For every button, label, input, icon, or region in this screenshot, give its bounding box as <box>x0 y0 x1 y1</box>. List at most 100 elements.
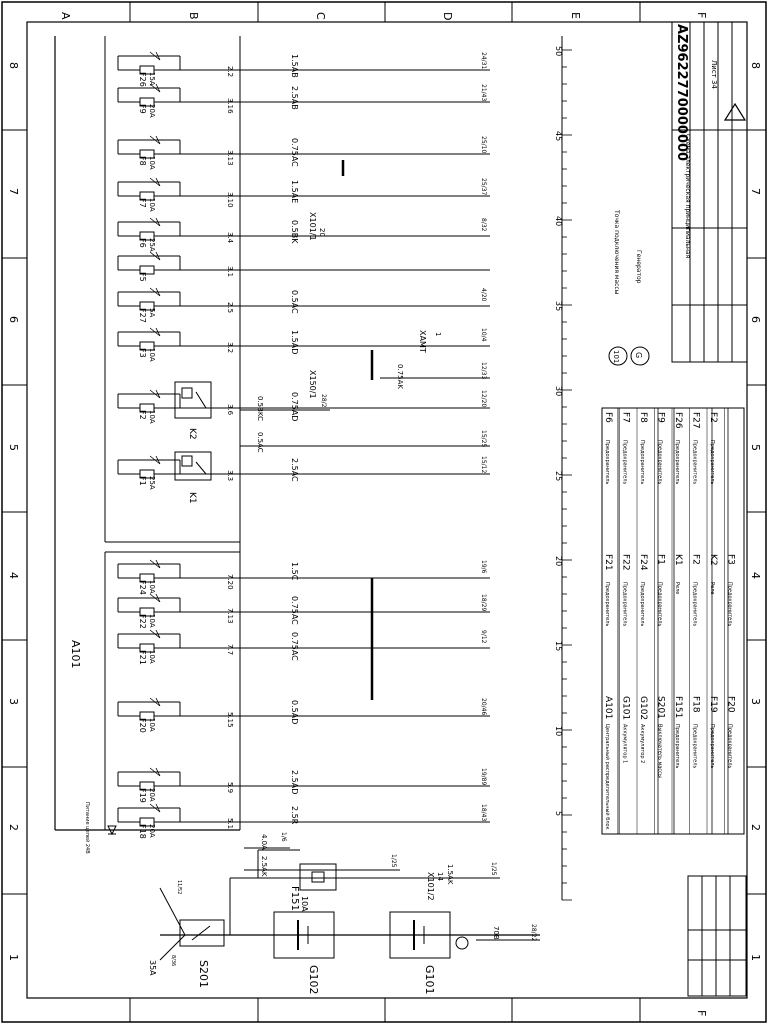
scale-tick-label: 50 <box>554 46 563 56</box>
wire-f18-dest: 18/43 <box>480 804 487 821</box>
zone-number-6: 6 <box>7 316 20 323</box>
legend-description: Предохранитель <box>674 440 680 484</box>
fuse-f24-pin: 7.20 <box>226 574 234 590</box>
scale-tick-label: 40 <box>554 216 563 226</box>
scale-tick-label: 25 <box>554 471 563 481</box>
battery-g101: G101 <box>389 911 451 995</box>
fuse-f26-id: F26 <box>138 72 147 87</box>
scale-tick-label: 35 <box>554 301 563 311</box>
legend-code: F18 <box>691 696 701 713</box>
fuse-f20-id: F20 <box>138 718 147 733</box>
fuse-f27-rating: 5A <box>148 308 156 317</box>
legend-code: F6 <box>603 412 613 423</box>
f151-label: F151 <box>289 886 300 911</box>
legend-description: Предохранитель <box>639 440 645 484</box>
s201-wire-in: 35A <box>148 960 157 976</box>
wire-f2-label: 0.75AD <box>290 392 299 421</box>
fuse-f9-pin: 3.16 <box>226 98 234 114</box>
connector-x150-1: X150/1 <box>308 370 317 399</box>
relay-k2: K2 <box>174 381 212 440</box>
fuse-f6-rating: 25A <box>148 238 156 252</box>
wire-f18-label: 2.5R <box>290 806 299 825</box>
main-switch-s201: S201 35A 8/36 11/52 <box>148 880 225 988</box>
connector-x101-1-pin: 20 <box>318 228 326 237</box>
fuse-element-icon <box>139 573 155 583</box>
fuse-f22-rating: 10A <box>148 614 156 628</box>
zone-number-5: 5 <box>7 444 20 451</box>
legend-description: Предохранитель <box>622 582 628 626</box>
wire-f3-dest: 10/4 <box>480 328 487 342</box>
wire-f27-dest: 4/20 <box>480 288 487 302</box>
legend-description: Предохранитель <box>727 724 733 768</box>
relay-k2-label: K2 <box>187 428 197 440</box>
power-chain: S201 35A 8/36 11/52 G102 G101 F151 10A <box>148 849 540 995</box>
fuse-f22-id: F22 <box>138 614 147 629</box>
note-generator-symbol: G <box>634 352 643 358</box>
s201-label: S201 <box>197 960 210 988</box>
scale-tick-label: 15 <box>554 641 563 651</box>
fuse-f1-rating: 25A <box>148 476 156 490</box>
led-indicator-icon <box>149 135 161 145</box>
legend-code: F26 <box>673 412 683 429</box>
led-indicator-icon <box>149 217 161 227</box>
drawing-title: Схема электрическая принципиальная <box>684 134 691 259</box>
wire-f6-dest: 8/32 <box>480 218 487 232</box>
ground-symbol-icon <box>455 936 469 950</box>
zone-number-8: 8 <box>7 62 20 69</box>
fuse-f3-rating: 10A <box>148 348 156 362</box>
extra-wire-dest: 28/2 <box>320 394 327 408</box>
legend-description: Выключатель массы <box>657 724 663 778</box>
wire-f18: 2.5R 18/43 <box>240 804 490 825</box>
legend-description: Предохранитель <box>674 724 680 768</box>
zone-number-3: 3 <box>7 698 20 705</box>
fuse-element-icon <box>139 817 155 827</box>
note-generator-text: Генератор <box>635 250 642 284</box>
scale-tick-label: 10 <box>554 726 563 736</box>
fuse-f18-pin: 5.1 <box>226 818 234 829</box>
fuse-f27-pin: 2.5 <box>226 302 234 313</box>
legend-description: Предохранитель <box>604 582 610 626</box>
connector-x101-2-pin: 14 <box>436 872 444 881</box>
legend-code: K2 <box>708 554 718 566</box>
led-indicator-icon <box>149 697 161 707</box>
legend-description: Аккумулятор 1 <box>622 724 628 763</box>
fuse-f1-id: F1 <box>138 476 147 486</box>
right-zone-number-2: 2 <box>749 824 762 831</box>
fuse-element-icon <box>139 607 155 617</box>
note-generator-icon <box>630 346 650 366</box>
fuse-f2-rating: 10A <box>148 410 156 424</box>
connector-labels: X101/2 14 X101/1 20 X150/1 XAMT 1 <box>308 212 444 901</box>
fuse-f21-rating: 10A <box>148 650 156 664</box>
connector-xamt: XAMT <box>418 330 427 353</box>
g102-label: G102 <box>307 965 320 995</box>
zone-letter-c: C <box>314 12 327 20</box>
fuse-element-icon <box>139 265 155 275</box>
zone-number-2: 2 <box>7 824 20 831</box>
legend-code: F7 <box>621 412 631 423</box>
wire-f1-dest: 15/12 <box>480 456 487 473</box>
legend-description: Предохранитель <box>709 724 715 768</box>
relay-k1-label: K1 <box>187 492 197 504</box>
fuse-f8-id: F8 <box>138 156 147 166</box>
wire-f26-dest: 24/31 <box>480 52 487 69</box>
wire-f20-dest: 20/46 <box>480 698 487 715</box>
